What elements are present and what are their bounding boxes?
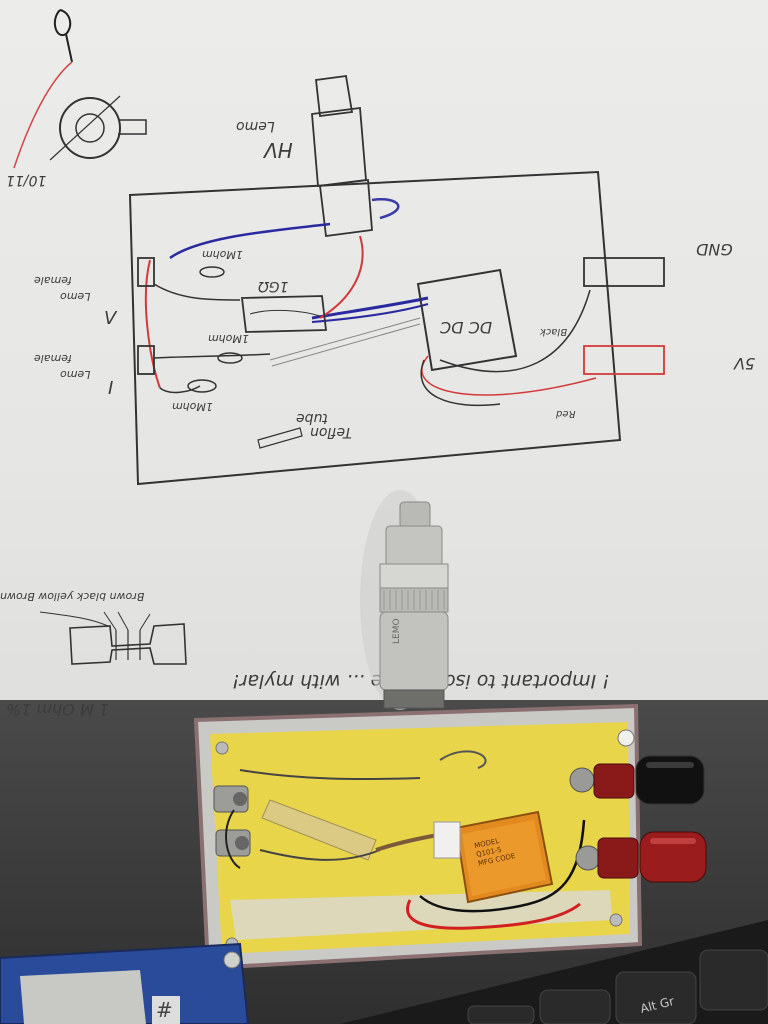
ring-doodle bbox=[59, 97, 121, 159]
dcdc-box bbox=[416, 268, 518, 372]
terminal-black bbox=[569, 755, 705, 805]
red-wire-hv bbox=[319, 235, 364, 319]
red-wire-left bbox=[144, 259, 161, 389]
resistor-1g bbox=[240, 295, 328, 333]
blue-wire-mid bbox=[311, 296, 429, 320]
red-wire bbox=[406, 899, 581, 930]
terminal-red bbox=[575, 831, 707, 883]
hv-resistor-tube bbox=[261, 799, 377, 861]
blue-wire-top bbox=[169, 222, 331, 260]
black-wire bbox=[419, 819, 586, 913]
sketch-i-marker: I bbox=[108, 378, 114, 399]
pcb-mark: # bbox=[156, 998, 173, 1022]
keyboard bbox=[340, 920, 768, 1024]
blue-pcb bbox=[0, 942, 250, 1024]
enclosure-outline bbox=[128, 170, 622, 486]
red-arrow bbox=[13, 61, 73, 169]
sketch-v-marker: V bbox=[104, 308, 117, 329]
doodle-loop bbox=[53, 9, 73, 63]
dcdc-module bbox=[433, 810, 554, 904]
left-sockets bbox=[213, 785, 251, 857]
resistor-sketch bbox=[69, 623, 187, 665]
connector-brand: LEMO bbox=[392, 618, 402, 644]
